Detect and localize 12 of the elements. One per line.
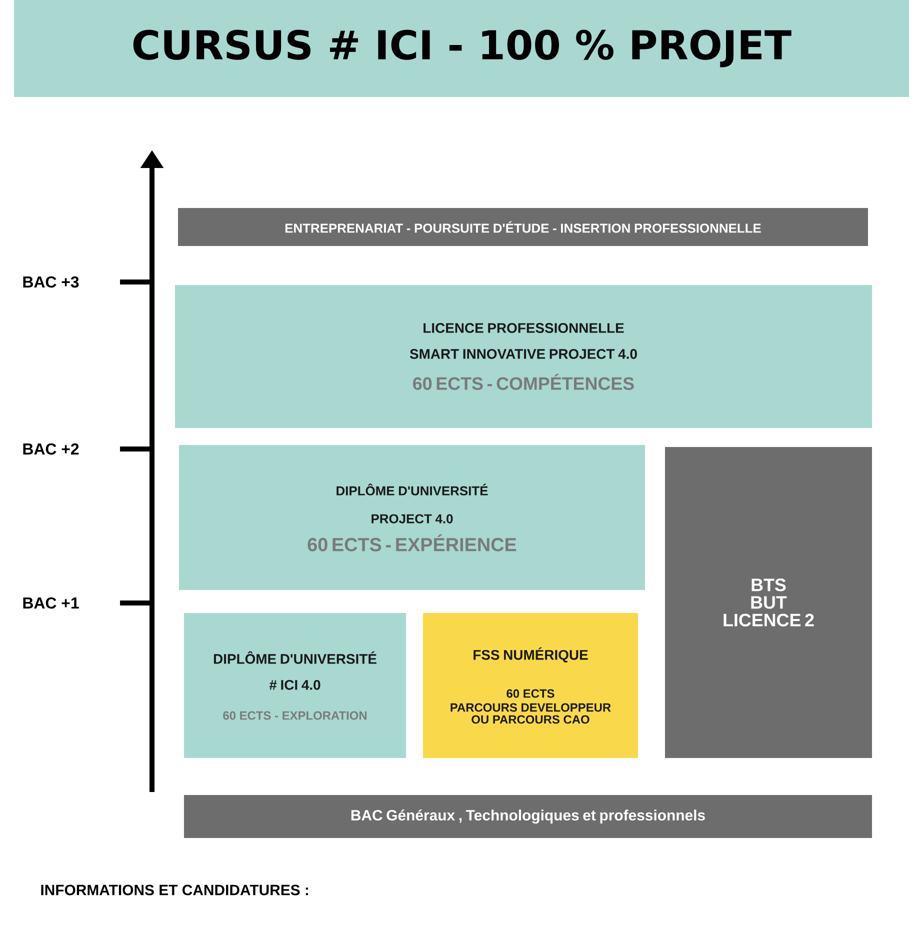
level-label: BAC +2 — [23, 443, 79, 455]
program-box: LICENCE PROFESSIONNELLE SMART INNOVATIVE PROJECT 4.0 60 ECTS - COMPÉTENCES — [175, 285, 872, 428]
program-box: DIPLÔME D'UNIVERSITÉ # ICI 4.0 60 ECTS - EXPLORATION — [184, 613, 406, 758]
title-banner: CURSUS # ICI - 100 % PROJET — [14, 0, 909, 97]
program-box: BTS BUT LICENCE 2 — [665, 447, 872, 758]
level-label: BAC +3 — [23, 276, 79, 288]
level-bar: BAC Généraux , Technologiques et professionnels — [184, 795, 872, 838]
footer-text: INFORMATIONS ET CANDIDATURES : — [41, 884, 308, 896]
level-bar: ENTREPRENARIAT - POURSUITE D'ÉTUDE - INSERTION PROFESSIONNELLE — [178, 208, 868, 246]
program-box: FSS NUMÉRIQUE 60 ECTS PARCOURS DEVELOPPEUR OU PARCOURS CAO — [423, 613, 638, 758]
level-label: BAC +1 — [23, 597, 79, 609]
program-box: DIPLÔME D'UNIVERSITÉ PROJECT 4.0 60 ECTS - EXPÉRIENCE — [179, 445, 645, 590]
